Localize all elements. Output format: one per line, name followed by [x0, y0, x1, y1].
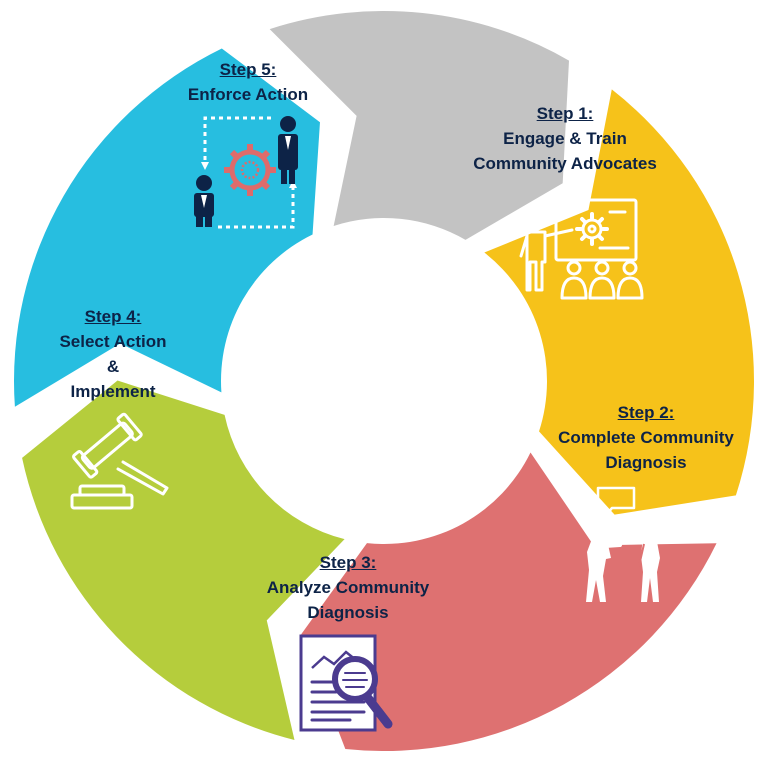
- step-1-line-1: Engage & Train: [503, 129, 627, 148]
- segment-step2: [301, 452, 717, 751]
- gavel-icon: [70, 412, 169, 510]
- segment-step1: [484, 89, 754, 515]
- document-magnifier-icon: [299, 634, 393, 732]
- step-2-label: Step 2: Complete Community Diagnosis: [536, 400, 756, 475]
- step-2-title: Step 2:: [617, 403, 675, 422]
- step-5-label: Step 5: Enforce Action: [148, 57, 348, 107]
- step-2-line-2: Diagnosis: [605, 453, 687, 472]
- step-3-label: Step 3: Analyze Community Diagnosis: [238, 550, 458, 625]
- step-3-line-1: Analyze Community: [266, 578, 430, 597]
- people-gear-cycle-icon: [194, 116, 298, 229]
- step-3-line-2: Diagnosis: [307, 603, 389, 622]
- segment-step3: [22, 380, 345, 741]
- step-2-line-1: Complete Community: [558, 428, 734, 447]
- presentation-icon: [519, 198, 644, 300]
- step-1-label: Step 1: Engage & Train Community Advocat…: [455, 101, 675, 176]
- step-4-line-1: Select Action: [59, 332, 167, 351]
- step-5-line-1: Enforce Action: [187, 85, 309, 104]
- segment-step5: [269, 11, 569, 240]
- step-4-label: Step 4: Select Action & Implement: [38, 304, 188, 404]
- step-3-title: Step 3:: [319, 553, 377, 572]
- segment-step4: [14, 48, 320, 407]
- center-hole: [223, 220, 545, 542]
- step-1-line-2: Community Advocates: [473, 154, 657, 173]
- step-5-title: Step 5:: [219, 60, 277, 79]
- conversation-icon: [586, 486, 660, 602]
- step-1-title: Step 1:: [536, 104, 594, 123]
- step-4-title: Step 4:: [84, 307, 142, 326]
- step-4-line-3: Implement: [70, 382, 156, 401]
- step-4-line-2: &: [106, 357, 120, 376]
